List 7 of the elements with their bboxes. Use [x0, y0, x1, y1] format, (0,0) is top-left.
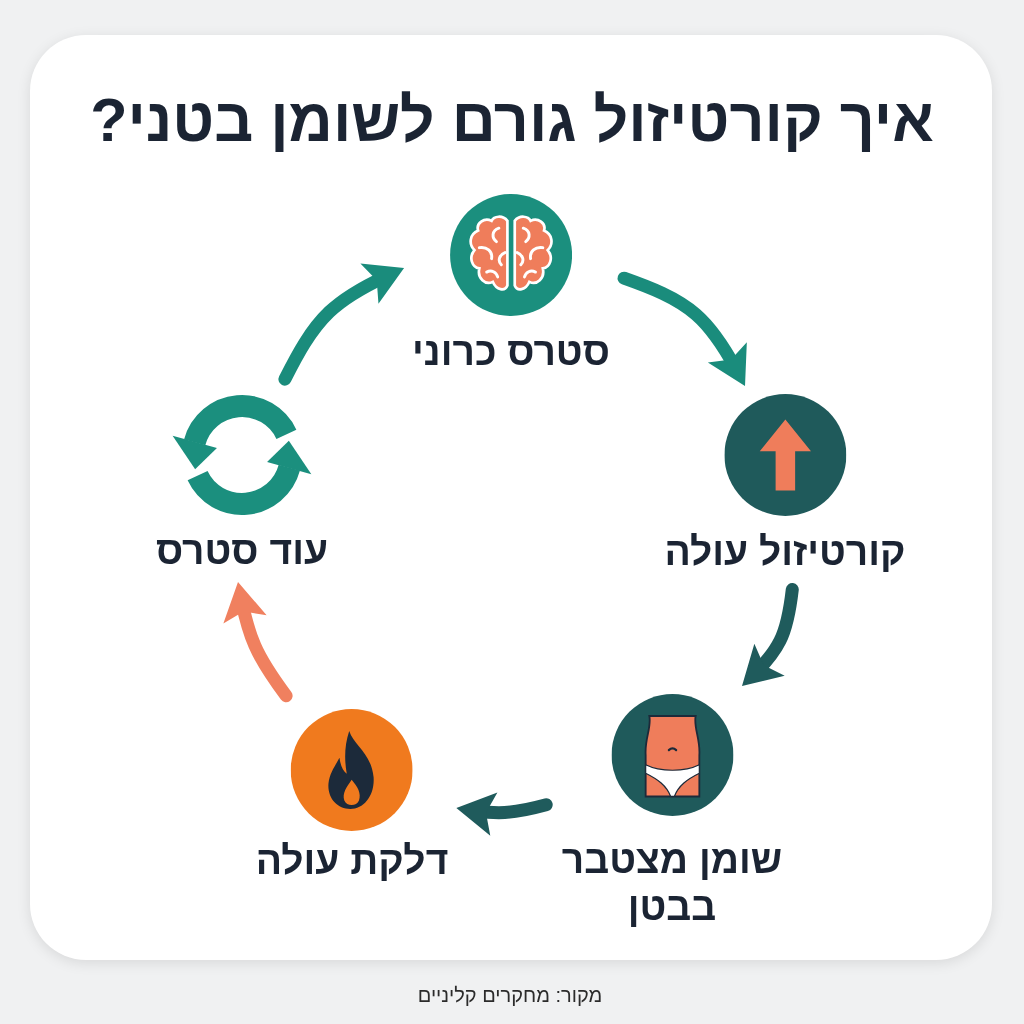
node-label: דלקת עולה — [255, 838, 449, 884]
source-note: מקור: מחקרים קליניים — [417, 983, 603, 1008]
node-label: עוד סטרס — [156, 528, 328, 574]
node-label: קורטיזול עולה — [664, 529, 906, 575]
node-label: סטרס כרוני — [412, 329, 610, 375]
node-label: שומן מצטבר בבטן — [560, 837, 784, 930]
title: איך קורטיזול גורם לשומן בטני? — [90, 85, 934, 156]
